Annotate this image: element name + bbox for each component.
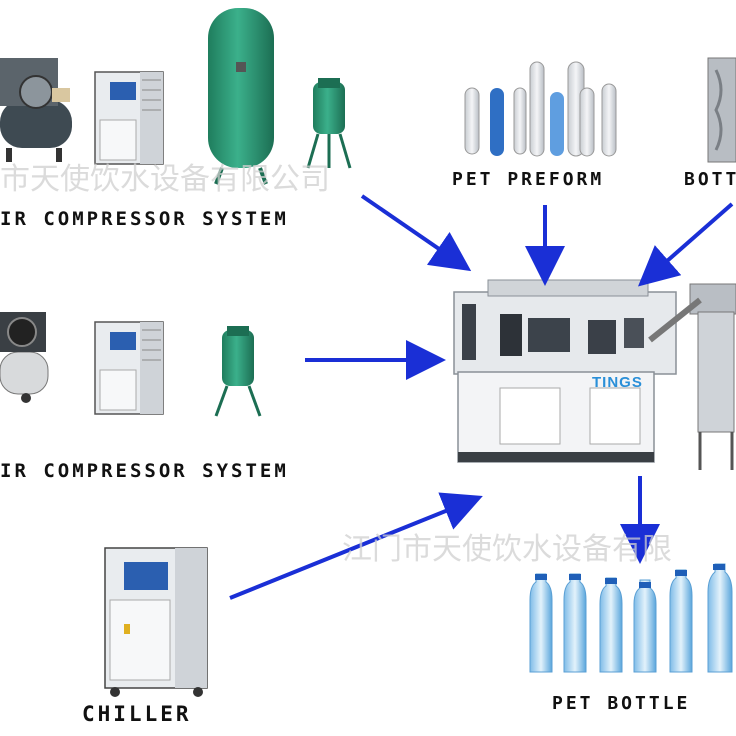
label-air-compressor-1: IR COMPRESSOR SYSTEM — [0, 208, 289, 230]
label-air-compressor-2: IR COMPRESSOR SYSTEM — [0, 460, 289, 482]
arrow-compressor1-to-machine — [360, 194, 472, 272]
pet-preforms — [464, 61, 617, 157]
label-chiller: CHILLER — [82, 702, 192, 726]
air-compressor-tank-2 — [0, 312, 49, 403]
flow-arrows — [229, 194, 734, 600]
bottle-mould — [707, 57, 736, 163]
chiller-large — [104, 547, 208, 697]
watermark-top: 市天使饮水设备有限公司 — [0, 162, 330, 197]
pet-bottles — [529, 563, 733, 673]
label-pet-bottle: PET BOTTLE — [552, 693, 691, 714]
label-bottle-mould: BOTT — [684, 169, 736, 190]
air-compressor-tank-1 — [0, 58, 72, 162]
label-pet-preform: PET PREFORM — [452, 169, 605, 190]
air-filter-2 — [214, 326, 262, 417]
arrow-mould-to-machine — [637, 202, 734, 287]
arrow-chiller-to-machine — [229, 492, 483, 600]
chiller-unit-1 — [94, 71, 164, 165]
air-filter-1 — [306, 78, 352, 169]
chiller-unit-2 — [94, 321, 164, 415]
watermark-bottom: 江门市天使饮水设备有限 — [342, 532, 672, 567]
air-storage-tank — [208, 8, 274, 185]
machine-logo: TINGS — [592, 374, 643, 391]
